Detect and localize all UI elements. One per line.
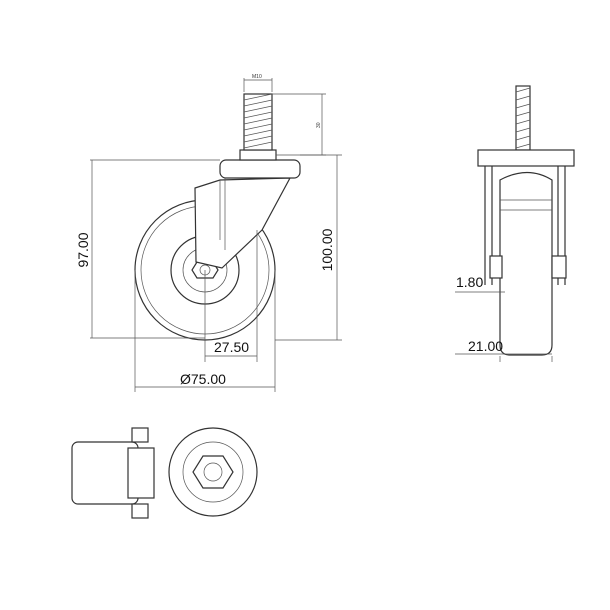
stem-base (239, 149, 277, 161)
top-plate (219, 159, 301, 179)
side-view: M10 30 97.00 100.00 27.50 Ø75.00 (75, 74, 342, 392)
height-97-label: 97.00 (75, 232, 91, 267)
width-label: 21.00 (468, 338, 503, 354)
front-wheel (499, 171, 553, 356)
threaded-stem (243, 93, 273, 151)
height-100-label: 100.00 (319, 228, 335, 271)
bottom-fork (127, 447, 155, 499)
bolt-bottom (131, 503, 149, 519)
gap-label: 1.80 (456, 274, 483, 290)
thread-label: M10 (252, 74, 262, 80)
diameter-label: Ø75.00 (180, 371, 226, 387)
right-nut (551, 255, 567, 279)
front-stem (515, 85, 531, 151)
bolt-top (131, 427, 149, 443)
bottom-hex (192, 455, 234, 489)
front-plate (477, 149, 575, 167)
front-view: 1.80 21.00 (455, 85, 575, 362)
thread-length-label: 30 (316, 122, 322, 128)
fork (194, 177, 292, 269)
offset-label: 27.50 (214, 339, 249, 355)
left-nut (489, 255, 503, 279)
bottom-view (71, 427, 258, 519)
